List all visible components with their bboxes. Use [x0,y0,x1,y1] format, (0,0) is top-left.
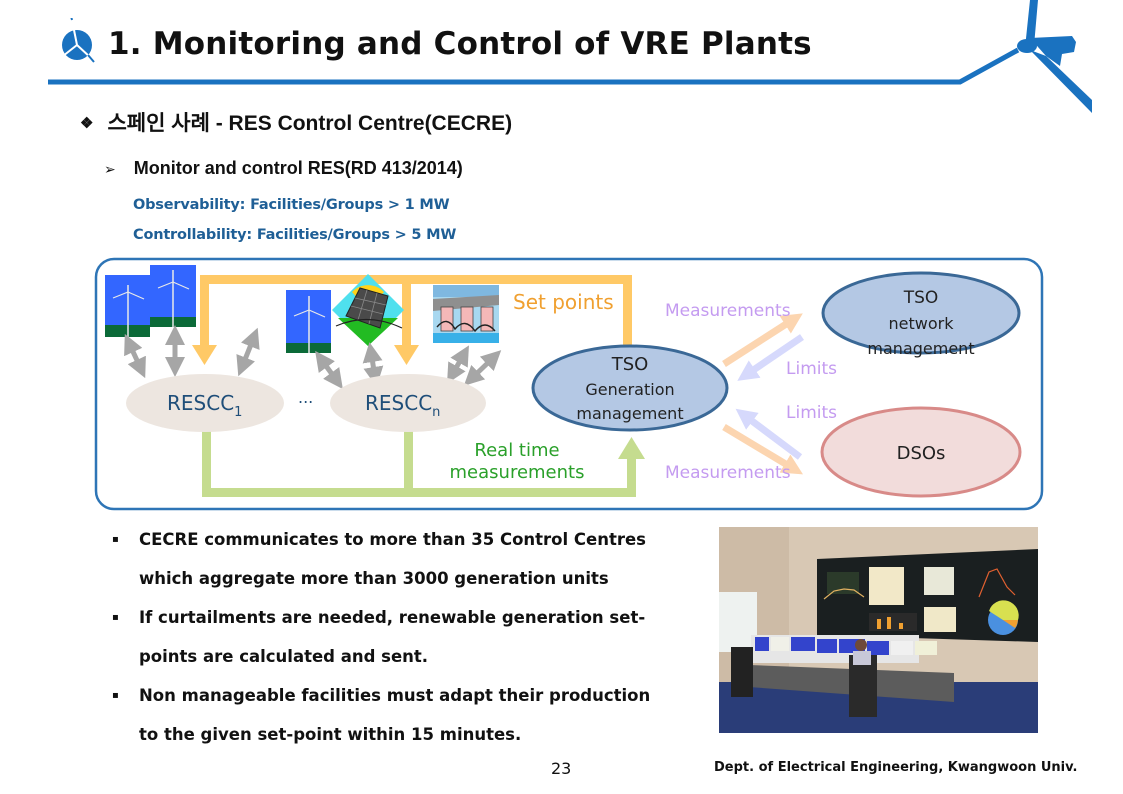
bidirectional-arrow [463,350,502,386]
footer-text: Dept. of Electrical Engineering, Kwangwo… [714,760,1078,775]
wind-turbine-icon [286,290,331,353]
header-decoration [48,0,1092,113]
arrow-bullet-icon: ➢ [104,161,116,177]
tso-net-line3: management [867,339,974,358]
bidirectional-arrow [124,333,146,379]
bidirectional-arrow [362,342,384,387]
wind-turbine-icon [105,275,150,337]
bullet-line: to the given set-point within 15 minutes… [139,725,522,744]
bullet-item: ▪ CECRE communicates to more than 35 Con… [112,520,702,598]
bullet-marker: ▪ [112,690,119,701]
resccn-node [330,374,486,432]
bullet-line: which aggregate more than 3000 generatio… [139,569,609,588]
subtitle-korean: 스페인 사례 [107,112,210,135]
slide-title: 1. Monitoring and Control of VRE Plants [108,26,812,62]
section-heading: ➢ Monitor and control RES(RD 413/2014) [104,158,463,179]
bidirectional-arrow [447,345,469,384]
tso-network-node [821,271,1021,355]
real-time-path [202,405,645,497]
bullet-line: points are calculated and sent. [139,647,429,666]
bullet-marker: ▪ [112,534,119,545]
bullet-list: ▪ CECRE communicates to more than 35 Con… [112,520,702,754]
bullet-line: Non manageable facilities must adapt the… [139,686,651,705]
measurement-arrow-down [722,423,804,475]
real-time-label-2: measurements [450,462,585,483]
tso-gen-line2: Generation [585,380,674,399]
set-points-path [192,275,632,365]
subtitle-english: - RES Control Centre(CECRE) [209,112,513,135]
measurement-arrow-up [722,313,803,367]
turbine-graphic-icon [1017,0,1092,113]
wind-turbine-icon [150,265,196,327]
page-number: 23 [551,759,572,778]
measurements-top-label: Measurements [665,301,791,321]
section-heading-text: Monitor and control RES(RD 413/2014) [133,158,463,178]
dsos-label: DSOs [897,443,946,464]
controllability-text: Controllability: Facilities/Groups > 5 M… [133,227,457,243]
ellipsis: ... [298,388,313,407]
control-room-photo [719,527,1038,733]
bullet-line: If curtailments are needed, renewable ge… [139,608,646,627]
bidirectional-arrow [236,327,260,377]
limits-top-label: Limits [786,359,837,379]
tso-net-line2: network [889,314,955,333]
resccn-label: RESCCn [365,391,440,420]
tso-gen-line3: management [576,404,683,423]
header-underline [48,47,1020,85]
bullet-line: CECRE communicates to more than 35 Contr… [139,530,646,549]
hydro-dam-icon [433,285,499,343]
bullet-item: ▪ If curtailments are needed, renewable … [112,598,702,676]
bullet-item: ▪ Non manageable facilities must adapt t… [112,676,702,754]
dsos-node [820,406,1022,498]
limits-arrow-bottom [735,408,803,460]
cecre-diagram: RESCC1 ... RESCCn Set points Real time m… [94,257,1044,511]
subtitle: ❖ 스페인 사례 - RES Control Centre(CECRE) [80,107,512,137]
measurements-bottom-label: Measurements [665,463,791,483]
grey-arrows [124,325,502,390]
wind-turbine-logo-icon [62,18,95,63]
observability-text: Observability: Facilities/Groups > 1 MW [133,197,450,213]
bullet-marker: ▪ [112,612,119,623]
bidirectional-arrow [315,350,343,390]
rescc1-label: RESCC1 [167,391,242,420]
solar-panel-icon [332,274,404,346]
set-points-label: Set points [513,290,614,314]
limits-arrow-top [737,334,804,381]
tso-net-line1: TSO [903,288,939,308]
limits-bottom-label: Limits [786,403,837,423]
tso-generation-node [531,344,729,432]
real-time-label-1: Real time [474,440,559,461]
subtitle-bullet: ❖ [80,115,94,132]
tso-gen-line1: TSO [611,354,649,375]
rescc1-node [126,374,284,432]
